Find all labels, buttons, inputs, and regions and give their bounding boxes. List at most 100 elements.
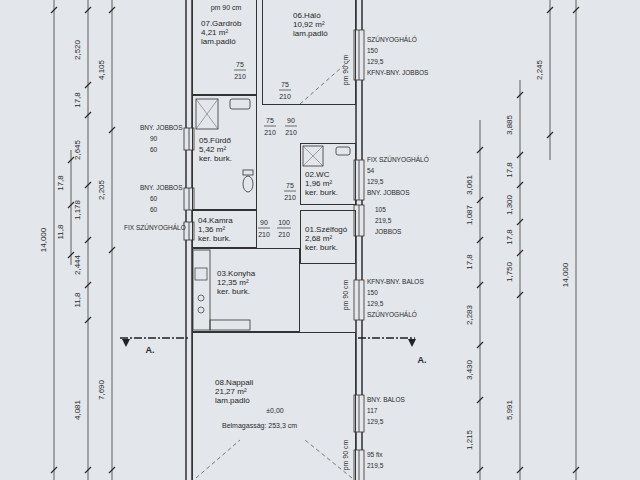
room-area: 21,27 m² [215,387,253,396]
room-outline: 08.Nappali21,27 m²lam.padló [192,332,356,480]
door-spec: 75 [281,81,289,88]
kitchen-counter [210,320,250,330]
window-spec: 60 [150,207,157,214]
door-spec: 100 [278,219,290,226]
kitchen-counter [193,250,210,330]
toilet-tank [243,170,253,175]
dimension-tick [51,7,579,473]
room-area: 10,92 m² [293,20,328,29]
window-glass [359,160,360,200]
window-glass [359,280,360,320]
section-mark: A. [418,356,427,365]
window-glass [189,222,190,240]
door-spec: 210 [278,231,290,238]
opening-note: pm 90 cm [342,440,349,471]
dimension: 2,205 [98,180,106,200]
room-label: 01.Szélfogó2,68 m²ker. burk. [305,225,347,252]
room-area: 1,36 m² [198,225,233,234]
room-area: 4,21 m² [201,28,241,37]
window-spec: 129,5 [367,179,383,186]
dimension: 11,8 [57,225,65,240]
dimension: 3,061 [466,175,474,195]
window-spec: JOBBOS [375,229,401,236]
dimension: 14,000 [40,228,48,252]
section-mark: A. [146,346,155,355]
dimension: 1,215 [466,430,474,450]
floor-finish: ker. burk. [305,243,347,252]
window-spec: 54 [367,168,374,175]
door-spec: 90 [287,117,295,124]
room-outline: 06.Háló10,92 m²lam.padló [262,0,356,105]
door-spec: 210 [279,93,291,100]
door-spec: 210 [264,129,276,136]
room-outline: 04.Kamra1,36 m²ker. burk. [192,210,257,248]
dimension: 17,8 [74,92,82,108]
room-name: 07.Gardrób [201,19,241,28]
window-glass [359,395,360,432]
floor-finish: lam.padló [215,396,253,405]
dimension: 7,690 [98,380,106,400]
room-label: 07.Gardrób4,21 m²lam.padló [201,19,241,46]
window-spec: 60 [150,196,157,203]
room-label: 08.Nappali21,27 m²lam.padló [215,378,253,405]
dimension: 17,8 [57,175,65,191]
room-area: 5,42 m² [199,145,232,154]
door-spec: 75 [286,182,294,189]
window-spec: FIX SZÚNYOGHÁLÓ [367,157,429,164]
dimension: 1,178 [74,200,82,220]
window-spec: 150 [367,48,378,55]
floor-finish: ker. burk. [198,234,233,243]
window-spec: BNY. BALOS [367,397,405,404]
shower-cross [196,99,218,129]
window-glass [189,188,190,210]
floor-finish: lam.padló [201,37,241,46]
door-spec: 210 [285,129,297,136]
dimension: 1,087 [466,205,474,225]
dimension: 17,8 [506,229,514,245]
window-spec: BNY. JOBBOS [367,190,410,197]
dimension: 3,430 [466,360,474,380]
room-name: 08.Nappali [215,378,253,387]
dimension: 2,520 [74,40,82,60]
room-outline: 05.Fürdő5,42 m²ker. burk. [192,95,257,210]
room-outline: 07.Gardrób4,21 m²lam.padló [192,0,257,95]
window-spec: 219,5 [367,463,383,470]
dimension: 2,444 [74,255,82,275]
room-label: 05.Fürdő5,42 m²ker. burk. [199,136,232,163]
hob-ring [198,295,204,301]
room-label: 06.Háló10,92 m²lam.padló [293,11,328,38]
dimension: 5,991 [506,400,514,420]
window-glass [359,450,360,480]
dimension: 17,8 [506,162,514,178]
window-spec: 105 [375,207,386,214]
room-label: 02.WC1,96 m²ker. burk. [305,170,338,197]
door-spec: 75 [236,61,244,68]
room-name: 02.WC [305,170,338,179]
window-spec: FIX SZÚNYOGHÁLÓ [124,225,186,232]
window-glass [189,128,190,150]
window-spec: KFNY-BNY. BALOS [367,279,424,286]
window-spec: SZÚNYOGHÁLÓ [367,37,417,44]
shower-tray [303,146,323,166]
dimension-line [54,0,576,480]
section-arrow [122,339,130,347]
window-symbol [354,280,364,320]
room-name: 03.Konyha [217,269,255,278]
dimension: 4,105 [98,60,106,80]
door-spec: 75 [266,117,274,124]
room-label: 03.Konyha12,35 m²ker. burk. [217,269,255,296]
hob-ring [198,307,204,313]
floor-finish: ker. burk. [217,287,255,296]
dimension: 14,000 [562,263,570,287]
window-spec: SZÚNYOGHÁLÓ [367,312,417,319]
door-spec: 210 [284,194,296,201]
washbasin [336,147,350,155]
window-spec: 129,5 [367,419,383,426]
room-area: 12,35 m² [217,278,255,287]
window-spec: 129,5 [367,59,383,66]
room-outline: 02.WC1,96 m²ker. burk. [300,143,356,205]
sink-symbol [195,268,207,280]
door-spec: 90 [260,219,268,226]
